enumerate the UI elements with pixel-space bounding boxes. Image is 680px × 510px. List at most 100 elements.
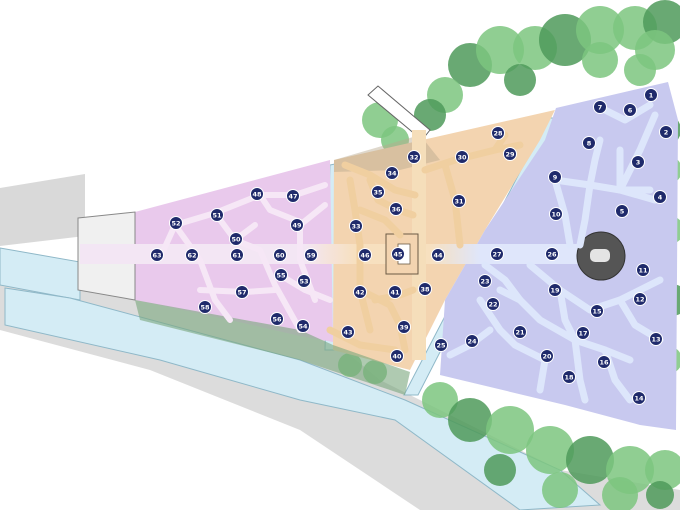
map-marker-28[interactable]: 28 [491,126,505,140]
map-marker-45[interactable]: 45 [391,247,405,261]
map-marker-35[interactable]: 35 [371,185,385,199]
map-marker-42[interactable]: 42 [353,285,367,299]
map-marker-label: 25 [436,342,446,350]
map-marker-26[interactable]: 26 [545,247,559,261]
tree-cluster [624,54,656,86]
map-marker-43[interactable]: 43 [341,325,355,339]
map-marker-10[interactable]: 10 [549,207,563,221]
map-marker-label: 63 [152,252,161,260]
blue-path [576,181,594,249]
map-marker-label: 57 [237,289,246,297]
map-marker-label: 22 [488,301,497,309]
map-marker-58[interactable]: 58 [198,300,212,314]
north-pier [367,85,431,141]
map-marker-label: 45 [393,251,403,259]
map-marker-48[interactable]: 48 [250,187,264,201]
map-marker-19[interactable]: 19 [548,283,562,297]
map-marker-31[interactable]: 31 [452,194,466,208]
map-marker-11[interactable]: 11 [636,263,650,277]
map-marker-56[interactable]: 56 [270,312,284,326]
map-marker-15[interactable]: 15 [590,304,604,318]
map-marker-label: 52 [171,220,180,228]
map-marker-59[interactable]: 59 [304,248,318,262]
map-marker-21[interactable]: 21 [513,325,527,339]
map-marker-17[interactable]: 17 [576,326,590,340]
map-marker-label: 9 [553,174,558,182]
map-marker-18[interactable]: 18 [562,370,576,384]
map-marker-label: 19 [550,287,560,295]
tree-cluster [486,406,534,454]
map-marker-label: 29 [505,151,515,159]
map-marker-2[interactable]: 2 [659,125,673,139]
blue-path [586,136,604,189]
map-marker-20[interactable]: 20 [540,349,554,363]
blue-path [476,296,549,364]
map-marker-60[interactable]: 60 [273,248,287,262]
map-marker-label: 36 [391,206,401,214]
map-marker-label: 33 [351,223,360,231]
map-marker-61[interactable]: 61 [230,248,244,262]
map-marker-36[interactable]: 36 [389,202,403,216]
map-marker-63[interactable]: 63 [150,248,164,262]
map-marker-12[interactable]: 12 [633,292,647,306]
map-marker-52[interactable]: 52 [169,216,183,230]
map-marker-24[interactable]: 24 [465,334,479,348]
map-marker-6[interactable]: 6 [623,103,637,117]
map-marker-label: 46 [360,252,370,260]
map-marker-label: 58 [200,304,210,312]
map-marker-label: 59 [306,252,316,260]
map-marker-label: 10 [551,211,561,219]
map-marker-51[interactable]: 51 [210,208,224,222]
map-marker-33[interactable]: 33 [349,219,363,233]
map-marker-27[interactable]: 27 [490,247,504,261]
canopy-shadow-bottom [135,300,410,395]
map-marker-4[interactable]: 4 [653,190,667,204]
map-marker-25[interactable]: 25 [434,338,448,352]
map-marker-50[interactable]: 50 [229,232,243,246]
map-marker-34[interactable]: 34 [385,166,399,180]
map-marker-label: 28 [493,130,503,138]
map-marker-9[interactable]: 9 [548,170,562,184]
gray-land-left [0,174,85,246]
map-marker-14[interactable]: 14 [632,391,646,405]
map-marker-label: 54 [298,323,308,331]
map-marker-5[interactable]: 5 [615,204,629,218]
map-marker-49[interactable]: 49 [290,218,304,232]
map-marker-41[interactable]: 41 [388,285,402,299]
map-marker-1[interactable]: 1 [644,88,658,102]
map-marker-label: 26 [547,251,557,259]
map-marker-label: 13 [651,336,660,344]
map-marker-47[interactable]: 47 [286,189,300,203]
map-marker-55[interactable]: 55 [274,268,288,282]
map-marker-29[interactable]: 29 [503,147,517,161]
map-marker-44[interactable]: 44 [431,248,445,262]
map-marker-22[interactable]: 22 [486,297,500,311]
map-marker-label: 3 [636,159,641,167]
map-marker-23[interactable]: 23 [478,274,492,288]
map-marker-13[interactable]: 13 [649,332,663,346]
map-marker-8[interactable]: 8 [582,136,596,150]
tree-cluster [646,481,674,509]
map-marker-3[interactable]: 3 [631,155,645,169]
map-marker-46[interactable]: 46 [358,248,372,262]
canal-left [0,247,81,301]
map-marker-32[interactable]: 32 [407,150,421,164]
map-marker-57[interactable]: 57 [235,285,249,299]
map-marker-label: 11 [638,267,648,275]
map-marker-7[interactable]: 7 [593,100,607,114]
tree-cluster [526,426,574,474]
map-marker-39[interactable]: 39 [397,320,411,334]
pink-path [157,182,328,261]
map-marker-label: 51 [212,212,222,220]
map-marker-40[interactable]: 40 [390,349,404,363]
map-marker-16[interactable]: 16 [597,355,611,369]
map-marker-53[interactable]: 53 [297,274,311,288]
map-marker-54[interactable]: 54 [296,319,310,333]
map-marker-label: 41 [390,289,400,297]
map-marker-38[interactable]: 38 [418,282,432,296]
map-marker-62[interactable]: 62 [185,248,199,262]
map-marker-label: 53 [299,278,308,286]
map-marker-30[interactable]: 30 [455,150,469,164]
map-marker-label: 50 [231,236,241,244]
map-marker-label: 30 [457,154,467,162]
